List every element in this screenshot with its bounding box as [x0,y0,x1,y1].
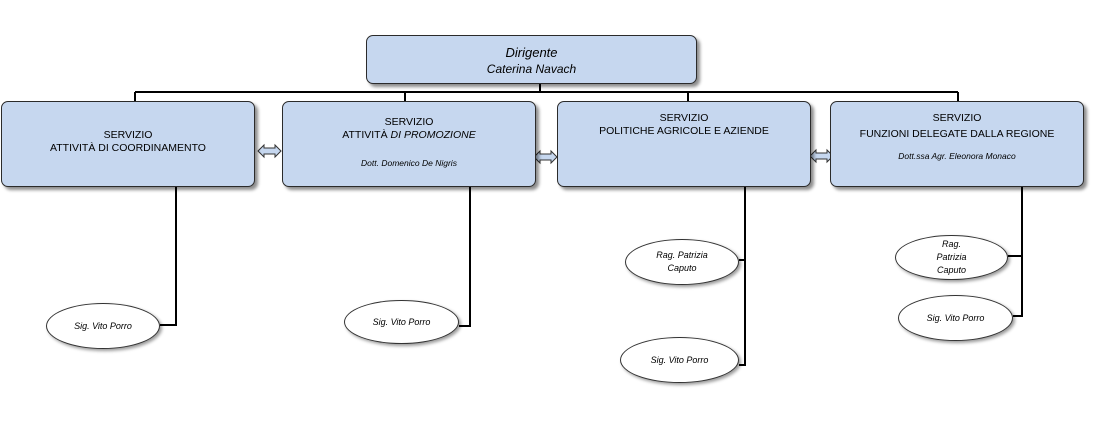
service-label: SERVIZIO [384,116,434,128]
staff-ellipse: Sig. Vito Porro [620,337,739,383]
staff-ellipse: Rag. Patrizia Caputo [895,235,1008,280]
service-coordinamento: SERVIZIO ATTIVITÀ DI COORDINAMENTO [1,101,255,187]
director-name: Caterina Navach [486,62,577,76]
service-politiche-agricole: SERVIZIO POLITICHE AGRICOLE E AZIENDE [557,101,811,187]
director-role: Dirigente [505,45,558,60]
service-title: ATTIVITÀ DI PROMOZIONE [342,129,476,141]
service-person: Dott. Domenico De Nigris [361,158,457,168]
staff-ellipse: Sig. Vito Porro [344,300,459,344]
staff-ellipse: Rag. Patrizia Caputo [625,239,739,285]
service-funzioni-delegate: SERVIZIO FUNZIONI DELEGATE DALLA REGIONE… [830,101,1084,187]
director-box: Dirigente Caterina Navach [366,35,697,84]
service-person: Dott.ssa Agr. Eleonora Monaco [898,151,1016,161]
service-label: SERVIZIO [103,129,153,141]
double-arrow-icon [257,143,282,159]
service-title: ATTIVITÀ DI COORDINAMENTO [50,142,206,154]
service-label: SERVIZIO [932,112,982,124]
service-label: SERVIZIO [659,112,709,124]
service-title: FUNZIONI DELEGATE DALLA REGIONE [859,128,1055,140]
staff-ellipse: Sig. Vito Porro [46,303,160,349]
service-promozione: SERVIZIO ATTIVITÀ DI PROMOZIONE Dott. Do… [282,101,536,187]
double-arrow-icon [533,149,558,165]
service-title: POLITICHE AGRICOLE E AZIENDE [599,125,769,137]
staff-ellipse: Sig. Vito Porro [898,295,1013,341]
